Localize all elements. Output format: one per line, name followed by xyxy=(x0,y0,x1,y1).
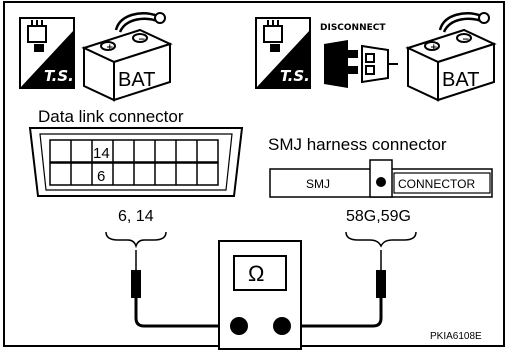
meter-terminal-left xyxy=(230,317,248,335)
pin-6-label: 6 xyxy=(97,168,105,185)
right-brace xyxy=(345,231,417,248)
battery-plus: + xyxy=(106,43,114,53)
figure-code: PKIA6108E xyxy=(430,331,482,342)
smj-left-label: SMJ xyxy=(306,177,330,191)
battery-minus: − xyxy=(462,35,470,45)
disconnect-label: DISCONNECT xyxy=(320,23,386,33)
pin-14-label: 14 xyxy=(93,145,110,162)
ohm-symbol: Ω xyxy=(248,261,264,286)
data-link-connector: 14 6 xyxy=(28,127,244,197)
battery-plus: + xyxy=(430,43,438,53)
left-lead-wire xyxy=(134,298,238,328)
bat-label: BAT xyxy=(442,69,479,91)
meter-terminal-right xyxy=(273,317,291,335)
smj-connector: SMJ CONNECTOR xyxy=(269,159,493,198)
battery-minus: − xyxy=(138,35,146,45)
testing-station-icon: T.S. xyxy=(255,17,311,89)
left-brace xyxy=(105,231,167,249)
ts-label: T.S. xyxy=(280,67,310,85)
left-probe xyxy=(131,250,141,298)
meter-display xyxy=(233,255,287,291)
disconnect-connector-icon: DISCONNECT xyxy=(320,23,398,88)
ts-label: T.S. xyxy=(44,67,74,85)
battery-icon: + − BAT xyxy=(81,12,173,102)
right-lead-wire xyxy=(282,298,383,328)
right-probe xyxy=(376,250,386,298)
left-probe-pins: 6, 14 xyxy=(118,208,154,225)
right-probe-pins: 58G,59G xyxy=(346,208,411,225)
testing-station-icon: T.S. xyxy=(19,17,75,89)
bat-label: BAT xyxy=(118,69,155,91)
smj-pin-dot xyxy=(376,177,386,187)
smj-right-label: CONNECTOR xyxy=(398,177,475,191)
data-link-connector-title: Data link connector xyxy=(38,107,184,126)
connector-pin-grid xyxy=(49,139,219,186)
smj-connector-title: SMJ harness connector xyxy=(268,135,447,154)
battery-icon: + − BAT xyxy=(405,12,497,102)
ohmmeter: Ω xyxy=(218,240,302,350)
